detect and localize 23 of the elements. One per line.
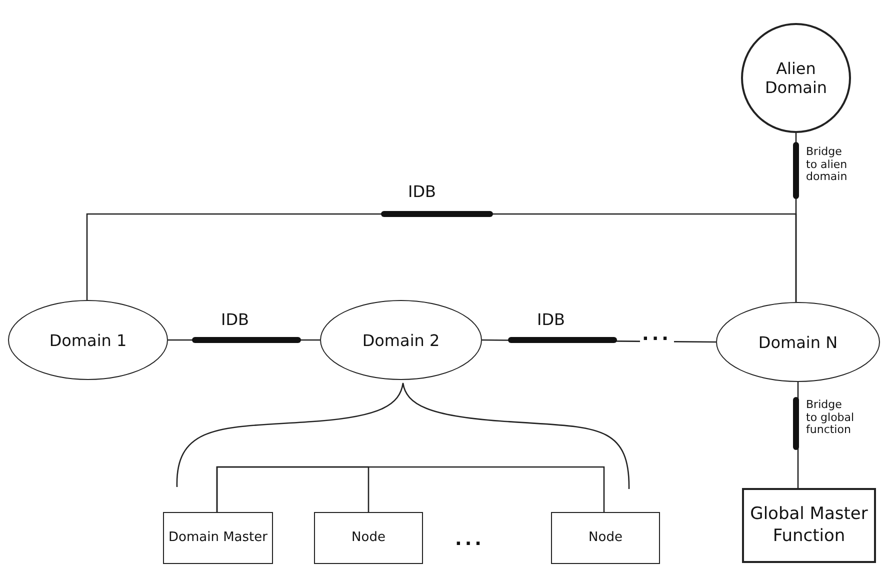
node-label: Domain N	[758, 332, 838, 352]
node-label: Domain Master	[168, 530, 268, 546]
edge-label: Bridge to global function	[806, 399, 855, 437]
node-label: Node	[352, 530, 386, 546]
edge-label: IDB	[221, 311, 250, 330]
connector-line	[216, 466, 605, 512]
node-label: Global Master Function	[749, 504, 869, 547]
edge-label: IDB	[537, 311, 566, 330]
ellipsis-mark: ...	[455, 530, 485, 551]
bridge-connector	[793, 133, 799, 302]
node-label: Node	[588, 530, 622, 546]
function-box	[742, 488, 876, 563]
node-label: Alien Domain	[764, 59, 828, 97]
node-label: Domain 1	[49, 330, 127, 350]
node-label: Domain 2	[362, 330, 440, 350]
node-box	[314, 512, 423, 564]
bridge-connector	[168, 337, 320, 343]
node-box	[551, 512, 660, 564]
edge-label: Bridge to alien domain	[806, 146, 848, 184]
edge-label: IDB	[408, 183, 436, 202]
node-box	[163, 512, 273, 564]
bridge-connector	[86, 211, 797, 302]
bridge-connector	[793, 382, 799, 488]
